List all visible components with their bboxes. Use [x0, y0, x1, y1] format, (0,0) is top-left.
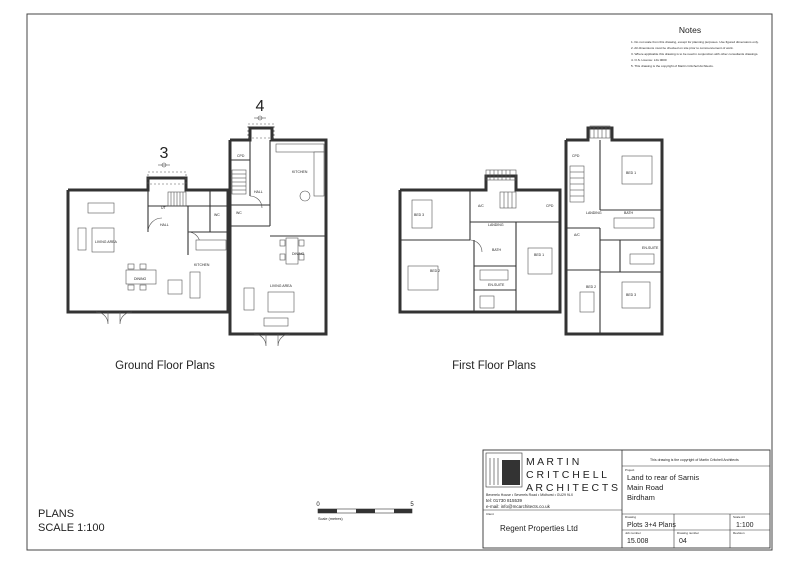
room-label: CPD — [572, 154, 580, 158]
note-item: 5. This drawing is the copyright of Mart… — [631, 64, 714, 68]
room-label: BED 2 — [430, 269, 440, 273]
plot-marker-3: 3 — [158, 145, 170, 168]
sheet-border — [26, 13, 773, 551]
client-name: Regent Properties Ltd — [500, 524, 578, 533]
room-label: BED 3 — [414, 213, 424, 217]
room-label: A/C — [574, 233, 580, 237]
drawing-label: Drawing — [625, 515, 636, 519]
firm-email: e-mail: info@mcarchitects.co.uk — [486, 504, 551, 509]
room-label: EN-SUITE — [642, 246, 659, 250]
client-label: Client — [486, 512, 494, 516]
room-label: BED 1 — [626, 171, 636, 175]
notes-panel: Notes 1. Do not scale from this drawing,… — [631, 25, 759, 68]
plot-marker-4: 4 — [254, 98, 266, 121]
scale-bar-start: 0 — [316, 502, 320, 508]
firm-name-line2: C R I T C H E L L — [526, 469, 607, 481]
note-item: 3. Where applicable this drawing is to b… — [631, 52, 758, 56]
job-label: Job number — [625, 531, 641, 535]
ground-floor-plan: CPD HALL WC LIVING AREA KITCHEN DINING H… — [66, 123, 328, 372]
title-block: M A R T I N C R I T C H E L L A R C H I … — [482, 449, 771, 549]
room-label: BATH — [624, 211, 634, 215]
room-label: DINING — [134, 277, 147, 281]
note-item: 4. O.S. Licence: LIG 0000 — [631, 58, 667, 62]
drawing-number-label: Drawing number — [677, 531, 699, 535]
drawing-number: 04 — [679, 538, 687, 545]
revision-label: Revision — [733, 531, 745, 535]
room-label: BED 2 — [586, 285, 596, 289]
room-label: HALL — [254, 190, 263, 194]
job-number: 15.008 — [627, 538, 649, 545]
room-label: HALL — [160, 223, 169, 227]
note-item: 1. Do not scale from this drawing, excep… — [631, 40, 759, 44]
room-label: LIVING AREA — [270, 284, 292, 288]
plot-number: 4 — [256, 98, 265, 115]
firm-logo — [485, 452, 523, 488]
sheet-scale: SCALE 1:100 — [38, 522, 105, 534]
project-line: Main Road — [627, 483, 663, 492]
room-label: LANDING — [488, 223, 504, 227]
sheet-title: PLANS — [38, 508, 74, 520]
room-label: BED 1 — [534, 253, 544, 257]
room-label: WC — [214, 213, 220, 217]
project-line: Birdham — [627, 493, 655, 502]
room-label: LANDING — [586, 211, 602, 215]
scale-label: Scale A3 — [733, 515, 745, 519]
firm-tel: tel: 01730 815539 — [486, 498, 523, 503]
notes-title: Notes — [679, 25, 701, 35]
firm-name-line3: A R C H I T E C T S — [526, 482, 618, 494]
ground-floor-heading: Ground Floor Plans — [115, 360, 215, 372]
project-line: Land to rear of Sarnis — [627, 473, 699, 482]
plot-number: 3 — [160, 145, 169, 162]
drawing-title: Plots 3+4 Plans — [627, 522, 676, 529]
room-label: UT — [161, 206, 167, 210]
scale-bar-end: 5 — [410, 502, 414, 508]
room-label: BATH — [492, 248, 502, 252]
firm-address: Beverelo House • Severels Road • Midhurs… — [486, 493, 574, 497]
room-label: KITCHEN — [194, 263, 210, 267]
room-label: CPD — [237, 154, 245, 158]
scale-bar: 0 5 Scale (metres) — [316, 502, 414, 521]
note-item: 2. All dimensions must be checked on sit… — [631, 46, 734, 50]
copyright-note: This drawing is the copyright of Martin … — [650, 458, 739, 462]
room-label: BED 3 — [626, 293, 636, 297]
project-label: Project — [625, 468, 635, 472]
room-label: DINING — [292, 252, 305, 256]
scale-value: 1:100 — [736, 522, 754, 529]
room-label: EN-SUITE — [488, 283, 505, 287]
first-floor-heading: First Floor Plans — [452, 360, 536, 372]
room-label: KITCHEN — [292, 170, 308, 174]
scale-bar-caption: Scale (metres) — [318, 517, 343, 521]
firm-name-line1: M A R T I N — [526, 456, 579, 468]
first-floor-plan: BED 3 A/C CPD LANDING BED 2 BATH EN-SUIT… — [398, 125, 664, 372]
room-label: A/C — [478, 204, 484, 208]
room-label: WC — [236, 211, 242, 215]
room-label: CPD — [546, 204, 554, 208]
room-label: LIVING AREA — [95, 240, 117, 244]
